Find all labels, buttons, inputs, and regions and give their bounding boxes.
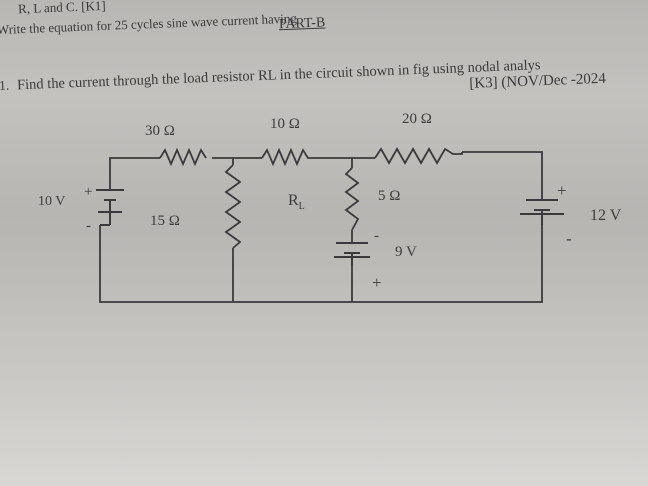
resistor-15ohm [224,164,242,249]
label-15ohm: 15 Ω [150,213,180,229]
wire-top [99,151,543,303]
label-20ohm: 20 Ω [402,111,432,127]
label-12v: 12 V [590,207,622,224]
resistor-5ohm [344,167,360,231]
label-9v-plus: + [372,273,382,292]
label-12v-minus: - [566,229,572,248]
resistor-30ohm [159,147,207,167]
label-9v: 9 V [395,244,417,260]
label-10v-minus: - [86,218,91,234]
battery-12v [520,199,564,225]
label-30ohm: 30 Ω [145,123,175,139]
label-10v: 10 V [38,194,65,209]
battery-10v [96,189,124,226]
battery-9v [334,242,370,265]
resistor-10ohm [261,147,320,167]
label-9v-minus: - [374,228,379,244]
resistor-20ohm [374,147,463,165]
label-rl: RL [288,192,305,212]
label-10v-plus: + [84,184,92,200]
label-5ohm: 5 Ω [378,188,400,204]
label-12v-plus: + [557,181,567,200]
label-10ohm: 10 Ω [270,116,300,132]
